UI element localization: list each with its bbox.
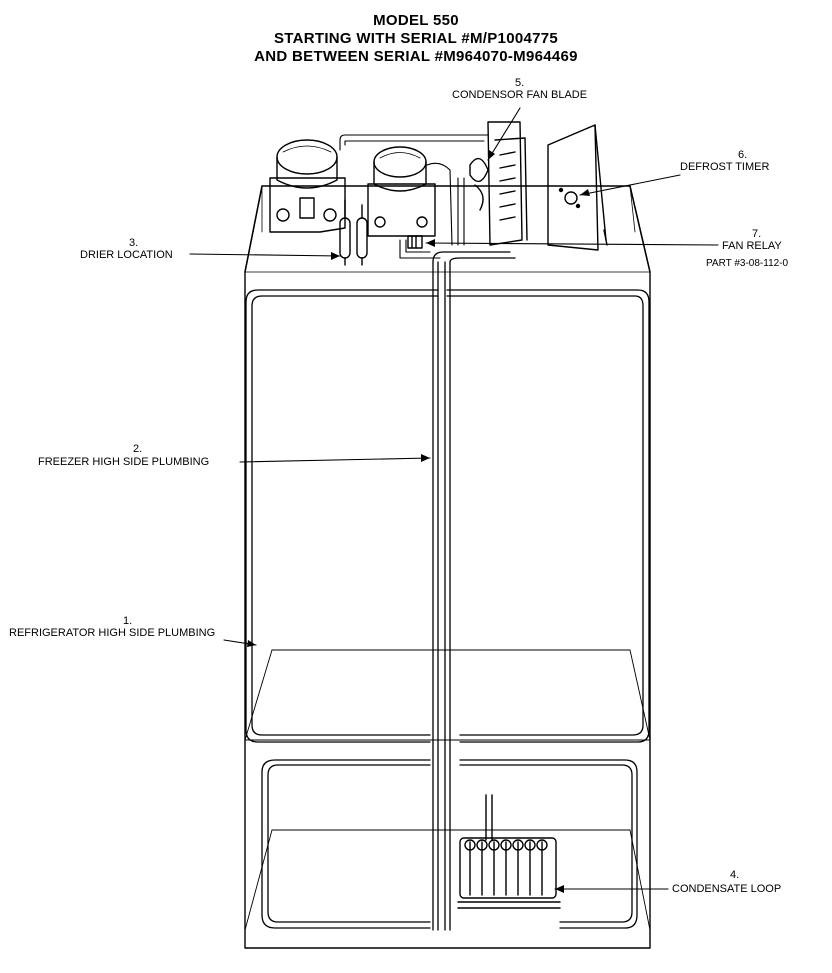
defrost-timer-panel xyxy=(547,124,608,251)
callout-5-label: CONDENSOR FAN BLADE xyxy=(452,89,588,101)
leader-7 xyxy=(425,242,719,246)
leader-6 xyxy=(579,174,681,196)
callout-7-part: PART #3-08-112-0 xyxy=(706,258,789,269)
leader-5 xyxy=(487,107,521,161)
arrowheads xyxy=(247,150,590,893)
callout-4-number: 4. xyxy=(730,869,740,881)
callout-2-number: 2. xyxy=(133,443,143,455)
fan-relay xyxy=(407,235,423,249)
callout-5-number: 5. xyxy=(515,77,525,89)
high-side-plumbing xyxy=(245,251,650,931)
callout-2-label: FREEZER HIGH SIDE PLUMBING xyxy=(38,456,210,468)
compressor-right xyxy=(367,146,436,237)
callout-7-number: 7. xyxy=(752,228,762,240)
callout-6-number: 6. xyxy=(738,149,748,161)
drier xyxy=(339,199,368,266)
leader-3 xyxy=(189,253,341,257)
compressor-left xyxy=(269,139,346,233)
callout-6-label: DEFROST TIMER xyxy=(680,161,770,173)
compartment-lines xyxy=(244,649,651,931)
cabinet-outline xyxy=(244,185,651,949)
title-line-2: STARTING WITH SERIAL #M/P1004775 xyxy=(273,30,559,47)
callout-4-label: CONDENSATE LOOP xyxy=(672,883,782,895)
callout-7-label: FAN RELAY xyxy=(722,240,782,252)
leader-lines xyxy=(189,107,719,890)
title-line-1: MODEL 550 xyxy=(373,12,459,29)
leader-2 xyxy=(239,457,431,463)
title-line-3: AND BETWEEN SERIAL #M964070-M964469 xyxy=(254,48,578,65)
callout-3-number: 3. xyxy=(129,237,139,249)
condensor-assembly xyxy=(469,121,528,246)
top-tubing xyxy=(339,134,489,259)
condensate-loop xyxy=(457,794,561,909)
callout-1-number: 1. xyxy=(123,615,133,627)
callout-1-label: REFRIGERATOR HIGH SIDE PLUMBING xyxy=(9,627,216,639)
callout-3-label: DRIER LOCATION xyxy=(80,249,173,261)
